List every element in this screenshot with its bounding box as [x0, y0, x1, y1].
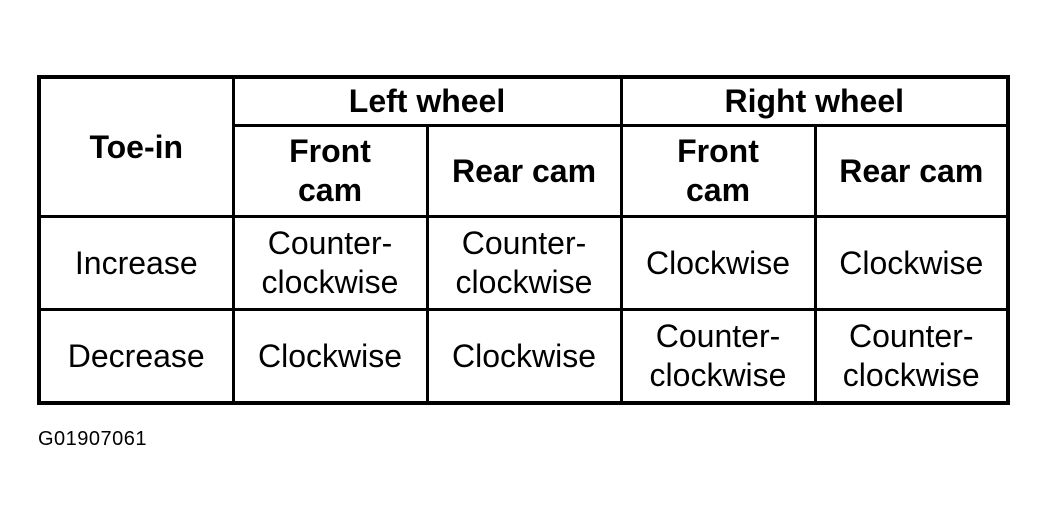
cell-line: Clockwise — [839, 244, 984, 281]
toe-in-header: Toe-in — [37, 75, 235, 219]
table-cell: Counter- clockwise — [231, 215, 429, 312]
cam-adjustment-table: Toe-in Left wheel Right wheel Front cam … — [37, 75, 1010, 405]
cell-line: Clockwise — [645, 244, 791, 281]
cell-line: clockwise — [649, 357, 787, 394]
header-line: cam — [685, 172, 751, 209]
table-cell: Counter- clockwise — [813, 308, 1010, 405]
row-label-decrease: Decrease — [37, 308, 235, 405]
cell-line: clockwise — [261, 264, 399, 301]
figure-id: G01907061 — [38, 428, 148, 450]
left-rear-cam-header: Rear cam — [425, 124, 623, 219]
table-cell: Clockwise — [425, 308, 623, 405]
header-line: Rear cam — [451, 152, 597, 189]
cell-line: Counter- — [849, 318, 974, 355]
cell-line: Counter- — [267, 225, 393, 262]
cell-line: clockwise — [455, 264, 593, 301]
header-line: Front — [677, 133, 759, 170]
left-front-cam-header: Front cam — [231, 124, 429, 219]
cell-line: Counter- — [655, 318, 781, 355]
table-cell: Clockwise — [619, 215, 817, 312]
cell-line: Clockwise — [451, 337, 597, 374]
header-row-groups: Toe-in Left wheel Right wheel — [37, 75, 1010, 219]
table-cell: Clockwise — [813, 215, 1010, 312]
row-label-increase: Increase — [37, 215, 235, 312]
header-row-cams: Front cam Rear cam Front cam Rear cam — [39, 124, 1010, 219]
header-line: cam — [297, 172, 363, 209]
right-front-cam-header: Front cam — [619, 124, 817, 219]
header-line: Front — [289, 133, 371, 170]
cell-line: clockwise — [842, 357, 980, 394]
table-cell: Clockwise — [231, 308, 429, 405]
header-line: Rear cam — [839, 152, 984, 189]
right-rear-cam-header: Rear cam — [813, 124, 1010, 219]
table-cell: Counter- clockwise — [425, 215, 623, 312]
right-wheel-header: Right wheel — [619, 75, 1010, 128]
cell-line: Counter- — [461, 225, 587, 262]
cell-line: Clockwise — [257, 337, 403, 374]
left-wheel-header: Left wheel — [231, 75, 623, 128]
table-row-increase: Increase Counter- clockwise Counter- clo… — [37, 215, 1010, 312]
table-cell: Counter- clockwise — [619, 308, 817, 405]
table-row-decrease: Decrease Clockwise Clockwise Counter- cl… — [37, 308, 1010, 405]
